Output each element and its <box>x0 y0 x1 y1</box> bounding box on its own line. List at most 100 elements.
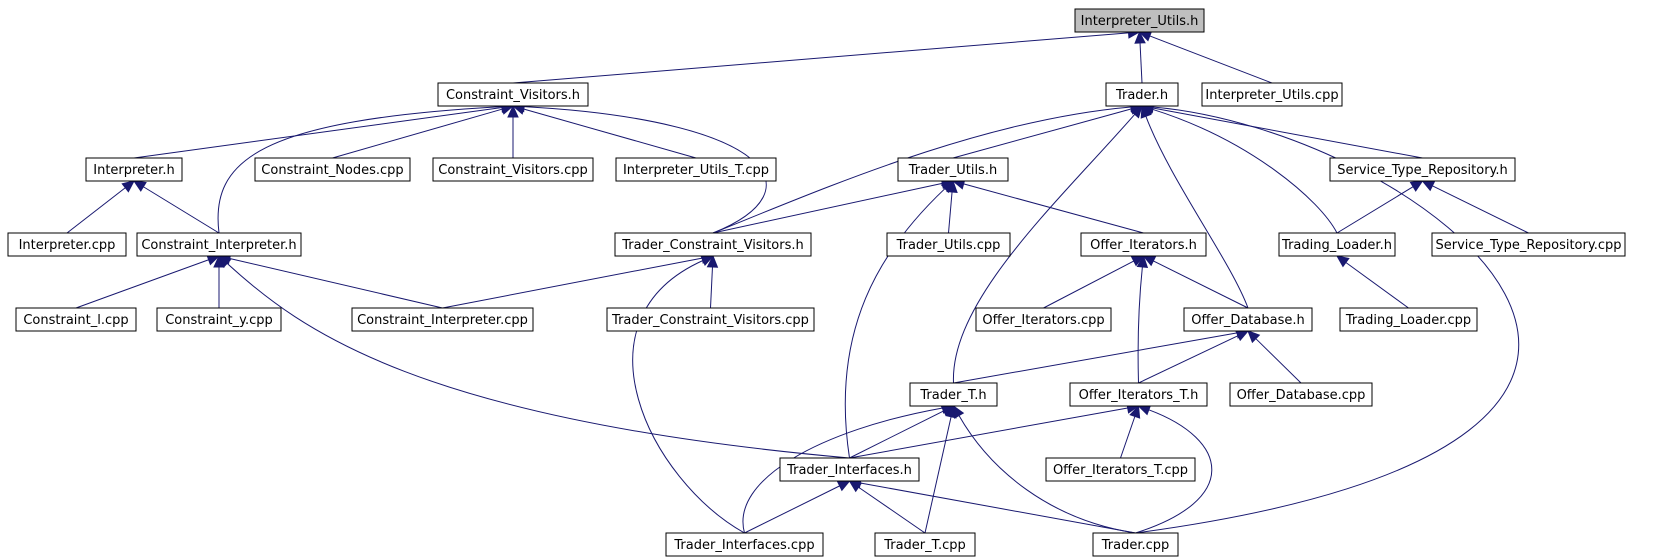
node-constraint-nodes-cpp[interactable]: Constraint_Nodes.cpp <box>254 157 411 182</box>
node-trader-constraint-visitors-h[interactable]: Trader_Constraint_Visitors.h <box>614 232 812 257</box>
node-trading-loader-cpp[interactable]: Trading_Loader.cpp <box>1339 307 1478 332</box>
arrowhead-icon <box>1421 180 1436 192</box>
node-label: Interpreter_Utils_T.cpp <box>623 163 769 178</box>
node-offer-iterators-cpp[interactable]: Offer_Iterators.cpp <box>975 307 1112 332</box>
edge-trader-interfaces-h-to-offer-iterators-t-h <box>849 402 1140 459</box>
edge-line <box>66 187 126 234</box>
node-box <box>351 307 534 332</box>
node-trader-utils-cpp[interactable]: Trader_Utils.cpp <box>886 232 1011 257</box>
node-box <box>1105 82 1179 107</box>
node-box <box>665 532 824 557</box>
edge-interpreter-h-to-constraint-visitors-h <box>133 101 515 159</box>
edge-line <box>1345 262 1409 309</box>
edge-constraint-interpreter-cpp-to-trader-constraint-visitors-h <box>442 252 715 309</box>
edge-line <box>143 186 220 234</box>
edge-trader-interfaces-cpp-to-trader-constraint-visitors-h <box>632 255 745 534</box>
edge-line <box>1043 260 1134 309</box>
arrowhead-icon <box>952 404 965 419</box>
node-label: Constraint_Interpreter.cpp <box>357 313 528 328</box>
edge-line <box>75 259 209 309</box>
edge-line <box>442 257 703 309</box>
edge-offer-iterators-t-cpp-to-offer-iterators-t-h <box>1120 404 1141 459</box>
node-interpreter-utils-h[interactable]: Interpreter_Utils.h <box>1074 8 1205 33</box>
node-label: Trader_T.cpp <box>883 538 966 553</box>
node-box <box>156 307 282 332</box>
node-trading-loader-h[interactable]: Trading_Loader.h <box>1278 232 1396 257</box>
node-constraint-y-cpp[interactable]: Constraint_y.cpp <box>156 307 282 332</box>
node-constraint-visitors-cpp[interactable]: Constraint_Visitors.cpp <box>432 157 594 182</box>
arrowhead-icon <box>1235 330 1250 342</box>
edge-trader-interfaces-h-to-trader-t-h <box>849 405 955 459</box>
edge-line <box>512 32 1129 84</box>
edge-constraint-visitors-h-to-interpreter-utils-h <box>512 27 1141 84</box>
node-trader-cpp[interactable]: Trader.cpp <box>1092 532 1179 557</box>
node-trader-t-h[interactable]: Trader_T.h <box>909 382 998 407</box>
node-box <box>606 307 815 332</box>
edge-line <box>948 191 953 234</box>
edge-offer-database-h-to-trader-h <box>1140 104 1249 309</box>
edge-service-type-repository-h-to-trader-h <box>1140 102 1423 159</box>
node-box <box>254 157 411 182</box>
node-box <box>975 307 1112 332</box>
edge-trader-t-cpp-to-trader-t-h <box>924 404 957 534</box>
node-service-type-repository-cpp[interactable]: Service_Type_Repository.cpp <box>1431 232 1626 257</box>
arrowhead-icon <box>1140 104 1152 119</box>
node-trader-interfaces-cpp[interactable]: Trader_Interfaces.cpp <box>665 532 824 557</box>
node-interpreter-utils-t-cpp[interactable]: Interpreter_Utils_T.cpp <box>615 157 777 182</box>
node-constraint-visitors-h[interactable]: Constraint_Visitors.h <box>437 82 589 107</box>
edge-line <box>710 266 713 309</box>
node-interpreter-h[interactable]: Interpreter.h <box>85 157 183 182</box>
edge-line <box>1153 260 1249 309</box>
node-label: Trader_T.h <box>919 388 986 403</box>
node-constraint-l-cpp[interactable]: Constraint_l.cpp <box>15 307 137 332</box>
node-service-type-repository-h[interactable]: Service_Type_Repository.h <box>1329 157 1516 182</box>
node-label: Constraint_y.cpp <box>165 313 273 328</box>
arrowhead-icon <box>940 180 954 194</box>
arrowhead-icon <box>121 180 135 193</box>
node-box <box>779 457 920 482</box>
node-offer-iterators-t-h[interactable]: Offer_Iterators_T.h <box>1069 382 1208 407</box>
edge-line <box>953 332 1238 384</box>
edge-line <box>1152 108 1338 234</box>
edge-trading-loader-cpp-to-trading-loader-h <box>1336 255 1409 309</box>
edge-line <box>952 113 1136 384</box>
node-label: Service_Type_Repository.h <box>1337 163 1508 178</box>
arrowhead-icon <box>507 104 519 118</box>
node-label: Trader_Utils.h <box>908 163 997 178</box>
node-trader-constraint-visitors-cpp[interactable]: Trader_Constraint_Visitors.cpp <box>606 307 815 332</box>
node-constraint-interpreter-cpp[interactable]: Constraint_Interpreter.cpp <box>351 307 534 332</box>
edge-service-type-repository-cpp-to-service-type-repository-h <box>1421 180 1529 234</box>
node-offer-database-h[interactable]: Offer_Database.h <box>1183 307 1313 332</box>
edge-offer-iterators-h-to-trader-utils-h <box>951 178 1144 234</box>
node-box <box>1080 232 1207 257</box>
node-offer-iterators-t-cpp[interactable]: Offer_Iterators_T.cpp <box>1045 457 1196 482</box>
node-trader-h[interactable]: Trader.h <box>1105 82 1179 107</box>
node-constraint-interpreter-h[interactable]: Constraint_Interpreter.h <box>136 232 302 257</box>
arrowhead-icon <box>706 254 719 268</box>
edge-offer-iterators-t-h-to-offer-iterators-h <box>1136 254 1149 384</box>
node-box <box>1339 307 1478 332</box>
node-box <box>437 82 589 107</box>
node-interpreter-cpp[interactable]: Interpreter.cpp <box>7 232 127 257</box>
edge-line <box>1145 116 1249 309</box>
arrowhead-icon <box>1336 255 1350 268</box>
edge-line <box>1432 185 1529 234</box>
node-label: Trader_Constraint_Visitors.h <box>621 238 803 253</box>
node-trader-utils-h[interactable]: Trader_Utils.h <box>897 157 1009 182</box>
node-trader-interfaces-h[interactable]: Trader_Interfaces.h <box>779 457 920 482</box>
edge-offer-database-cpp-to-offer-database-h <box>1247 330 1302 384</box>
edge-line <box>712 182 943 234</box>
node-box <box>897 157 1009 182</box>
edge-line <box>1138 335 1239 384</box>
node-trader-t-cpp[interactable]: Trader_T.cpp <box>874 532 976 557</box>
node-label: Constraint_Visitors.h <box>446 88 580 103</box>
arrowhead-icon <box>1136 254 1149 269</box>
arrowhead-icon <box>1130 105 1143 119</box>
node-offer-database-cpp[interactable]: Offer_Database.cpp <box>1229 382 1373 407</box>
edge-line <box>217 106 503 234</box>
node-label: Interpreter.h <box>93 163 174 178</box>
node-label: Service_Type_Repository.cpp <box>1436 238 1622 253</box>
node-offer-iterators-h[interactable]: Offer_Iterators.h <box>1080 232 1207 257</box>
arrowhead-icon <box>1409 180 1424 192</box>
node-interpreter-utils-cpp[interactable]: Interpreter_Utils.cpp <box>1201 82 1343 107</box>
